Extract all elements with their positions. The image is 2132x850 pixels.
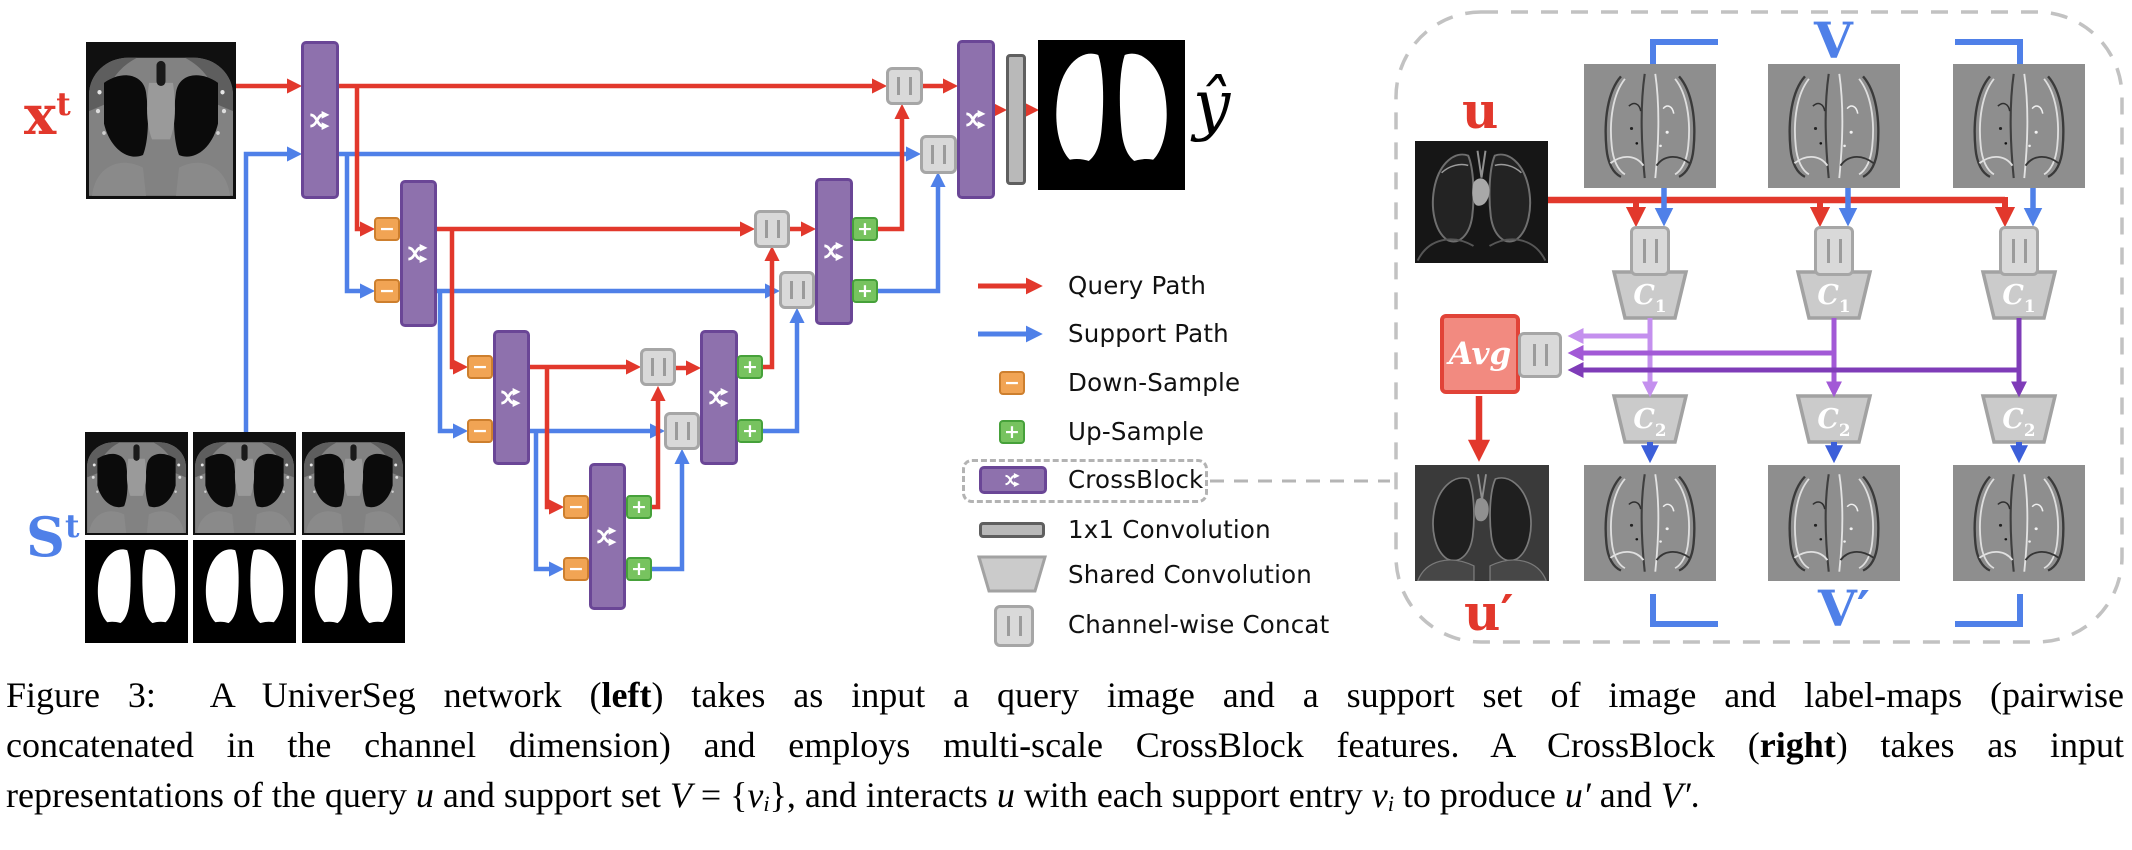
downsample-icon: − bbox=[374, 217, 400, 241]
shuffle-icon bbox=[963, 106, 990, 133]
c1-conv-label: C1 bbox=[2002, 280, 2036, 317]
support-set-label: St bbox=[26, 505, 80, 569]
upsample-icon: + bbox=[852, 217, 878, 241]
legend-item-query-path: Query Path bbox=[1068, 271, 1207, 300]
shuffle-icon bbox=[498, 384, 525, 411]
v-feature-image bbox=[1768, 64, 1900, 188]
support-mask bbox=[302, 540, 405, 643]
caption-line: Figure 3: A UniverSeg network (left) tak… bbox=[6, 675, 2124, 715]
caption-line: representations of the query u and suppo… bbox=[6, 775, 1700, 817]
u-feature-image bbox=[1415, 141, 1548, 263]
legend-crossblock-dashbox bbox=[962, 459, 1208, 503]
c2-conv-label: C2 bbox=[1817, 404, 1851, 441]
c1-conv-label: C1 bbox=[1817, 280, 1851, 317]
v-prime-feature-image bbox=[1584, 465, 1716, 581]
v-feature-image bbox=[1584, 64, 1716, 188]
concat-box bbox=[640, 348, 676, 386]
v-prime-feature-image bbox=[1768, 465, 1900, 581]
u-label: u bbox=[1462, 81, 1499, 140]
shuffle-icon bbox=[706, 384, 733, 411]
downsample-icon: − bbox=[467, 419, 493, 443]
shuffle-icon bbox=[405, 240, 432, 267]
prediction-label: ŷ bbox=[1193, 66, 1231, 143]
upsample-icon: + bbox=[626, 557, 652, 581]
crossblock-decoder-2 bbox=[815, 178, 853, 325]
caption: Figure 3: A UniverSeg network (left) tak… bbox=[6, 670, 2124, 825]
downsample-icon: − bbox=[467, 355, 493, 379]
c2-conv-label: C2 bbox=[1633, 404, 1667, 441]
crossblock-encoder-2 bbox=[400, 180, 437, 327]
upsample-icon: + bbox=[852, 279, 878, 303]
concat-box bbox=[754, 210, 790, 248]
concat-box bbox=[1999, 226, 2039, 276]
concat-box bbox=[886, 67, 923, 105]
crossblock-bottleneck bbox=[589, 463, 626, 610]
support-path-wires bbox=[243, 146, 946, 577]
u-prime-feature-image bbox=[1415, 465, 1549, 581]
u-prime-label: u′ bbox=[1464, 583, 1514, 642]
v-prime-feature-image bbox=[1953, 465, 2085, 581]
support-mask bbox=[85, 540, 188, 643]
legend-upsample-icon: + bbox=[999, 420, 1025, 444]
downsample-icon: − bbox=[374, 279, 400, 303]
legend-downsample-icon: − bbox=[999, 371, 1025, 395]
v-feature-image bbox=[1953, 64, 2085, 188]
c1-conv-label: C1 bbox=[1633, 280, 1667, 317]
crossblock-encoder-1 bbox=[301, 41, 339, 199]
concat-box bbox=[920, 135, 957, 174]
concat-box bbox=[779, 271, 815, 309]
crossblock-panel-border bbox=[1394, 10, 2124, 644]
legend-shared-conv-icon bbox=[976, 555, 1048, 593]
v-set-label: V bbox=[1814, 11, 1853, 70]
concat-box bbox=[1814, 226, 1854, 276]
output-mask-image bbox=[1038, 40, 1185, 190]
query-path-wires bbox=[236, 78, 1040, 515]
avg-box: Avg bbox=[1440, 314, 1520, 394]
crossblock-decoder-1 bbox=[957, 40, 995, 199]
shuffle-icon bbox=[821, 238, 848, 265]
concat-box bbox=[664, 412, 700, 450]
legend-item-down-sample: Down-Sample bbox=[1068, 368, 1241, 397]
support-image bbox=[193, 432, 296, 535]
downsample-icon: − bbox=[563, 495, 589, 519]
legend-conv1x1-icon bbox=[979, 522, 1045, 538]
c2-conv-label: C2 bbox=[2002, 404, 2036, 441]
query-input-label: xt bbox=[24, 83, 71, 147]
caption-line: concatenated in the channel dimension) a… bbox=[6, 725, 2124, 765]
legend-item-1x1-conv: 1x1 Convolution bbox=[1068, 515, 1271, 544]
support-image bbox=[85, 432, 188, 535]
upsample-icon: + bbox=[737, 419, 763, 443]
concat-box bbox=[1630, 226, 1670, 276]
support-mask bbox=[193, 540, 296, 643]
crossblock-panel-wires bbox=[1467, 39, 2058, 627]
downsample-icon: − bbox=[563, 557, 589, 581]
legend-item-shared-conv: Shared Convolution bbox=[1068, 560, 1313, 589]
legend-crossblock-icon bbox=[979, 466, 1047, 494]
legend-concat-icon bbox=[994, 605, 1034, 647]
upsample-icon: + bbox=[626, 495, 652, 519]
conv1x1-bar bbox=[1006, 54, 1026, 185]
crossblock-decoder-3 bbox=[700, 330, 738, 465]
support-image bbox=[302, 432, 405, 535]
legend-item-up-sample: Up-Sample bbox=[1068, 417, 1204, 446]
query-image bbox=[86, 42, 236, 199]
shuffle-icon bbox=[594, 523, 621, 550]
v-prime-label: V′ bbox=[1818, 579, 1870, 638]
shuffle-icon bbox=[1003, 470, 1023, 490]
shuffle-icon bbox=[307, 107, 334, 134]
legend-item-concat: Channel-wise Concat bbox=[1068, 610, 1330, 639]
concat-box bbox=[1518, 332, 1562, 378]
crossblock-encoder-3 bbox=[493, 330, 530, 465]
upsample-icon: + bbox=[737, 355, 763, 379]
legend-item-crossblock: CrossBlock bbox=[1068, 465, 1204, 494]
set-brackets bbox=[1650, 39, 2023, 627]
legend-item-support-path: Support Path bbox=[1068, 319, 1229, 348]
